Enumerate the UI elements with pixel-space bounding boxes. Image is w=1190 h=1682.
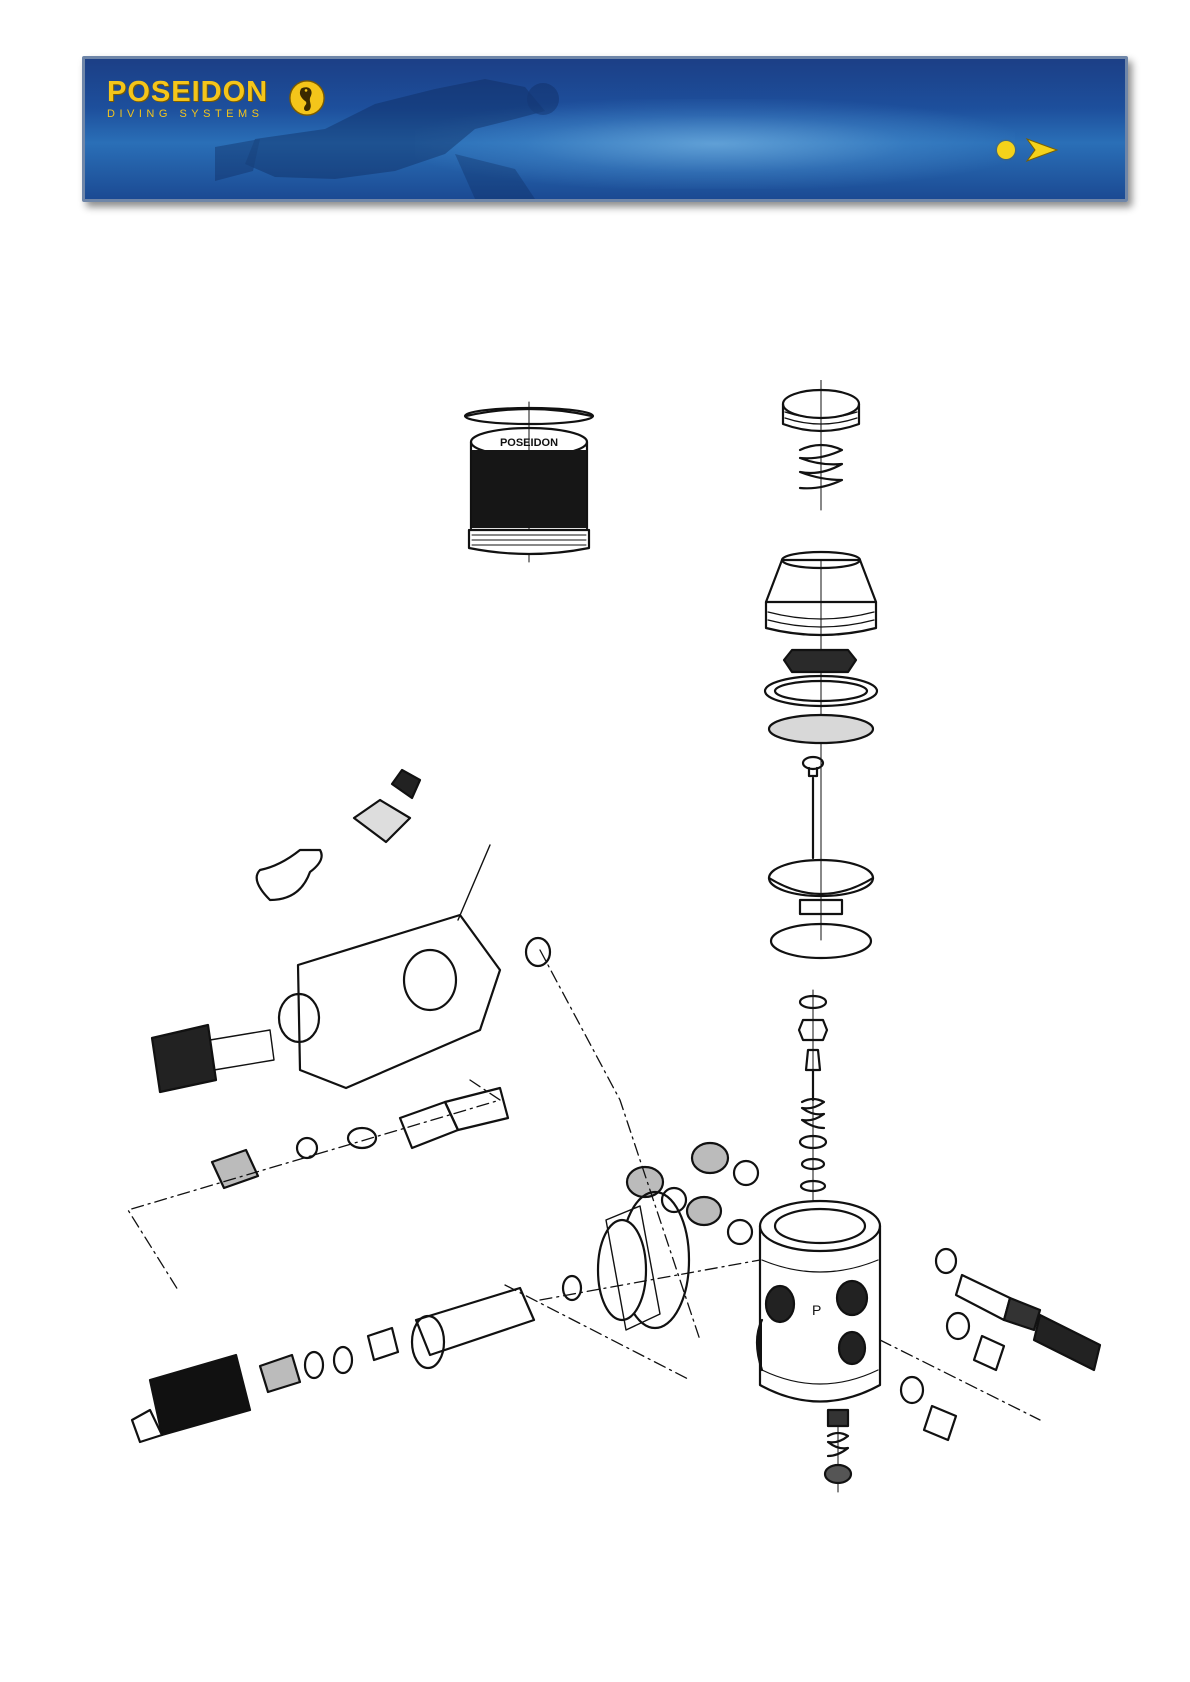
brand-tagline: DIVING SYSTEMS bbox=[107, 108, 268, 120]
cover-text: POSEIDON bbox=[500, 437, 558, 449]
top-cap-spring bbox=[783, 380, 859, 510]
header-banner: POSEIDON DIVING SYSTEMS bbox=[82, 56, 1128, 202]
din-adapter-assembly bbox=[132, 1192, 689, 1442]
assembly-leader-lines bbox=[128, 950, 1040, 1420]
bottom-plug-stack bbox=[825, 1410, 851, 1492]
yoke-nipple-parts bbox=[212, 1088, 508, 1188]
valve-stem-parts bbox=[799, 990, 827, 1200]
diver-silhouette bbox=[215, 59, 645, 199]
filter-cover: POSEIDON bbox=[465, 402, 593, 562]
regulator-body: P bbox=[757, 1201, 880, 1402]
yoke-assembly bbox=[152, 770, 550, 1092]
dot-icon[interactable] bbox=[997, 141, 1015, 159]
hose-fitting bbox=[901, 1249, 1100, 1440]
brand-name: POSEIDON bbox=[107, 77, 268, 107]
bonnet-diaphragm-stack bbox=[765, 552, 877, 958]
body-marking: P bbox=[812, 1302, 821, 1318]
exploded-parts-diagram: POSEIDON bbox=[0, 380, 1190, 1500]
seahorse-icon bbox=[288, 79, 326, 117]
arrow-right-icon[interactable] bbox=[1025, 137, 1059, 163]
brand-logo: POSEIDON DIVING SYSTEMS bbox=[107, 77, 268, 120]
parts-drawing: POSEIDON bbox=[0, 380, 1190, 1500]
